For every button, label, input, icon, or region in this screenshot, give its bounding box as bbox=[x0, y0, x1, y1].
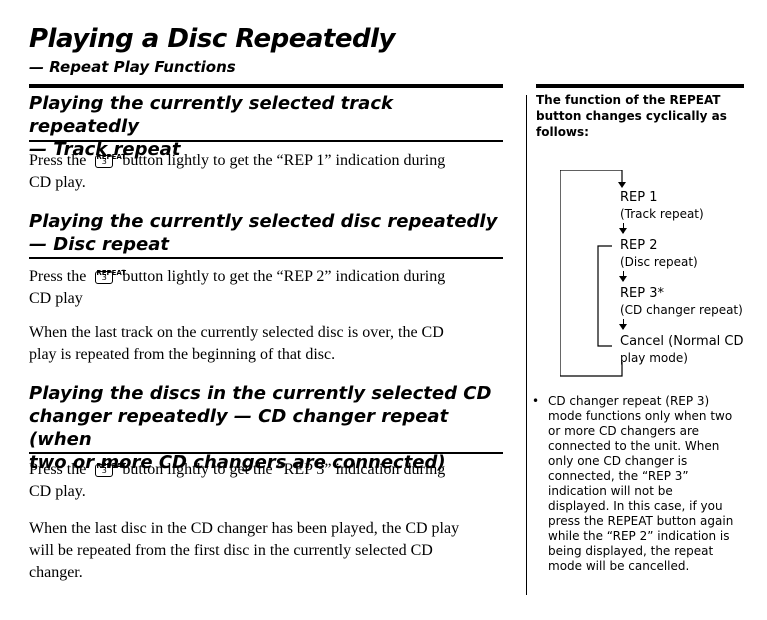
paragraph-line: play is repeated from the beginning of t… bbox=[29, 346, 336, 363]
section-rule bbox=[29, 452, 503, 454]
note-line: being displayed, the repeat bbox=[548, 544, 714, 558]
cycle-item-cancel: Cancel (Normal CD play mode) bbox=[620, 334, 744, 366]
note-line: connected, the “REP 3” bbox=[548, 469, 689, 483]
note-line: only one CD changer is bbox=[548, 454, 688, 468]
paragraph-line: When the last track on the currently sel… bbox=[29, 324, 444, 341]
section-changer-repeat-heading: Playing the discs in the currently selec… bbox=[29, 382, 509, 474]
cycle-return-top bbox=[560, 170, 623, 188]
intro-line: The function of the REPEAT bbox=[536, 93, 721, 107]
text-after: button lightly to get the “REP 2” indica… bbox=[122, 268, 446, 285]
bullet: • bbox=[532, 394, 540, 408]
section-rule bbox=[29, 140, 503, 142]
column-divider bbox=[526, 95, 527, 595]
heading-line: two or more CD changers are connected) bbox=[29, 452, 446, 473]
page-title: Playing a Disc Repeatedly bbox=[29, 24, 395, 54]
intro-line: button changes cyclically as bbox=[536, 109, 727, 123]
sidebar-note: • CD changer repeat (REP 3) mode functio… bbox=[532, 394, 748, 574]
section-disc-repeat-heading: Playing the currently selected disc repe… bbox=[29, 210, 509, 256]
cycle-loop-lines bbox=[560, 170, 626, 377]
title-rule bbox=[29, 84, 503, 88]
heading-line: — Disc repeat bbox=[29, 234, 169, 255]
repeat-button-number: 3 bbox=[95, 464, 114, 477]
note-line: indication will not be bbox=[548, 484, 673, 498]
sidebar-rule bbox=[536, 84, 744, 88]
cycle-sub: (CD changer repeat) bbox=[620, 303, 743, 317]
section-rule bbox=[29, 257, 503, 259]
note-text: CD changer repeat (REP 3) mode functions… bbox=[548, 394, 748, 574]
note-line: while the “REP 2” indication is bbox=[548, 529, 730, 543]
cycle-label: REP 3* bbox=[620, 286, 664, 301]
heading-line: Playing the currently selected disc repe… bbox=[29, 211, 498, 232]
heading-line: changer repeatedly — CD changer repeat (… bbox=[29, 406, 449, 450]
cycle-sub: (Disc repeat) bbox=[620, 255, 698, 269]
page-subtitle: — Repeat Play Functions bbox=[29, 58, 236, 76]
cycle-sub: play mode) bbox=[620, 351, 688, 365]
note-line: CD changer repeat (REP 3) bbox=[548, 394, 710, 408]
cycle-item-rep2: REP 2 (Disc repeat) bbox=[620, 238, 698, 270]
heading-line: — Track repeat bbox=[29, 139, 181, 160]
note-line: mode will be cancelled. bbox=[548, 559, 690, 573]
text-before: Press the bbox=[29, 461, 87, 478]
paragraph-line: When the last disc in the CD changer has… bbox=[29, 520, 460, 537]
cycle-item-rep1: REP 1 (Track repeat) bbox=[620, 190, 704, 222]
sidebar-intro: The function of the REPEAT button change… bbox=[536, 92, 746, 140]
cycle-item-rep3: REP 3* (CD changer repeat) bbox=[620, 286, 743, 318]
note-line: mode functions only when two bbox=[548, 409, 733, 423]
cycle-return-bottom bbox=[560, 188, 623, 377]
intro-line: follows: bbox=[536, 125, 589, 139]
down-arrow-icon bbox=[619, 271, 627, 282]
text-after: button lightly to get the “REP 1” indica… bbox=[122, 152, 446, 169]
paragraph-line: CD play. bbox=[29, 483, 86, 500]
down-arrow-icon bbox=[619, 319, 627, 330]
section-track-repeat-heading: Playing the currently selected track rep… bbox=[29, 92, 509, 161]
cycle-label: Cancel (Normal CD bbox=[620, 334, 744, 349]
note-line: connected to the unit. When bbox=[548, 439, 720, 453]
note-line: press the REPEAT button again bbox=[548, 514, 734, 528]
repeat-cycle-diagram: REP 1 (Track repeat) REP 2 (Disc repeat)… bbox=[560, 170, 760, 390]
cycle-label: REP 2 bbox=[620, 238, 658, 253]
note-line: or more CD changers are bbox=[548, 424, 699, 438]
section-disc-repeat-note: When the last track on the currently sel… bbox=[29, 322, 499, 366]
text-after: button lightly to get the “REP 3” indica… bbox=[122, 461, 446, 478]
section-changer-repeat-note: When the last disc in the CD changer has… bbox=[29, 518, 499, 584]
text-before: Press the bbox=[29, 268, 87, 285]
cycle-sub: (Track repeat) bbox=[620, 207, 704, 221]
repeat-button-number: 3 bbox=[95, 271, 114, 284]
cycle-return-arrowhead bbox=[618, 182, 626, 188]
heading-line: Playing the currently selected track rep… bbox=[29, 93, 393, 137]
paragraph-line: changer. bbox=[29, 564, 83, 581]
down-arrow-icon bbox=[619, 223, 627, 234]
heading-line: Playing the discs in the currently selec… bbox=[29, 383, 492, 404]
paragraph-line: CD play bbox=[29, 290, 83, 307]
cycle-label: REP 1 bbox=[620, 190, 658, 205]
text-before: Press the bbox=[29, 152, 87, 169]
paragraph-line: will be repeated from the first disc in … bbox=[29, 542, 433, 559]
note-line: displayed. In this case, if you bbox=[548, 499, 723, 513]
cycle-bracket bbox=[597, 245, 612, 347]
paragraph-line: CD play. bbox=[29, 174, 86, 191]
repeat-button-number: 3 bbox=[95, 155, 114, 168]
